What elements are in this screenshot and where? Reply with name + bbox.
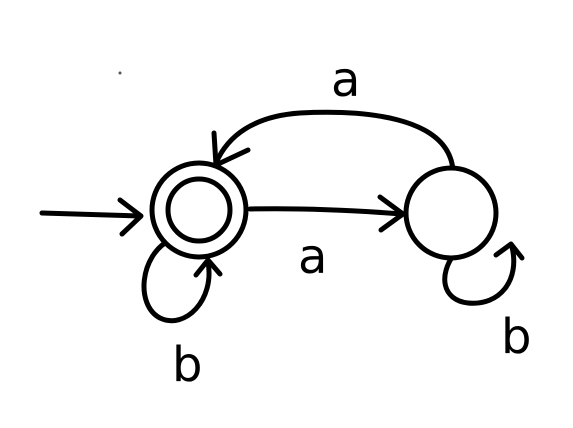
- label-q0-to-q1: a: [298, 229, 327, 285]
- self-loop-q0: [141, 237, 223, 324]
- transition-q1-to-q0: [211, 109, 456, 173]
- label-q1-to-q0: a: [331, 52, 360, 108]
- ink-dot: [118, 71, 122, 75]
- state-q0: [149, 160, 249, 260]
- label-q0-loop: b: [172, 337, 202, 393]
- label-q1-loop: b: [501, 309, 531, 365]
- start-arrow: [39, 197, 144, 237]
- transition-q0-to-q1: [247, 194, 406, 233]
- state-q0-inner-circle: [165, 176, 233, 244]
- state-q1-circle: [403, 165, 499, 261]
- self-loop-q1: [442, 241, 525, 306]
- state-q1: [403, 165, 499, 261]
